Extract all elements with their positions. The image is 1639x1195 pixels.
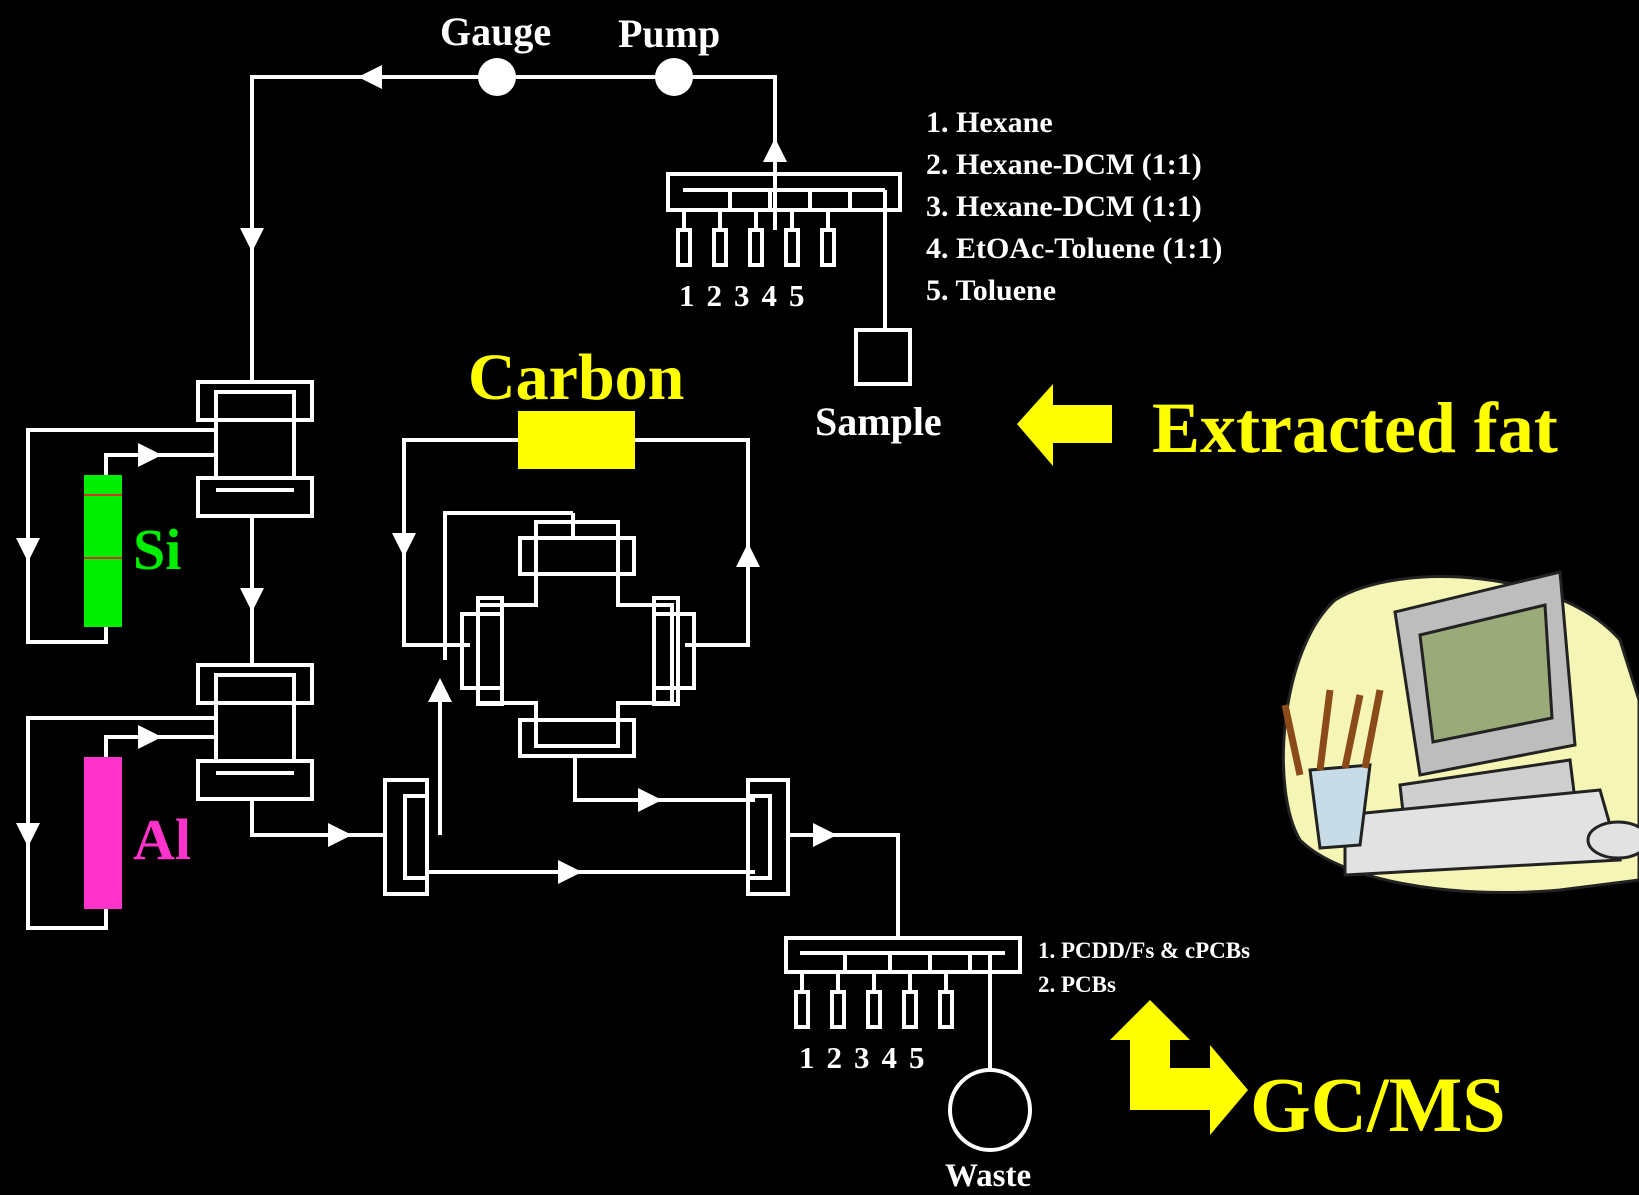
port-number: 2 xyxy=(706,278,723,313)
solvent-item: 5. Toluene xyxy=(926,274,1057,307)
outlet-ports xyxy=(794,990,954,1029)
port-number: 4 xyxy=(881,1040,898,1075)
pump-label: Pump xyxy=(618,11,721,56)
fraction-item: 1. PCDD/Fs & cPCBs xyxy=(1038,938,1251,963)
gauge-icon xyxy=(478,58,516,96)
carbon-label: Carbon xyxy=(468,341,685,414)
port-number: 1 xyxy=(799,1040,815,1075)
outlet-port-numbers: 1 2 3 4 5 xyxy=(799,1040,925,1076)
port-number: 5 xyxy=(789,278,805,313)
solvent-item: 3. Hexane-DCM (1:1) xyxy=(926,190,1202,223)
port-number: 1 xyxy=(679,278,695,313)
solvent-item: 4. EtOAc-Toluene (1:1) xyxy=(926,232,1223,265)
al-column xyxy=(84,757,122,909)
gcms-arrow-icon xyxy=(1110,1000,1248,1135)
fraction-list: 1. PCDD/Fs & cPCBs 2. PCBs xyxy=(1038,934,1250,1002)
carbon-column xyxy=(518,411,635,469)
outlet-manifold xyxy=(784,936,1022,974)
inlet-port-numbers: 1 2 3 4 5 xyxy=(679,278,805,314)
extracted-fat-label: Extracted fat xyxy=(1152,388,1558,468)
solvent-item: 2. Hexane-DCM (1:1) xyxy=(926,148,1202,181)
solvent-item: 1. Hexane xyxy=(926,106,1053,139)
port-number: 4 xyxy=(761,278,778,313)
port-number: 3 xyxy=(734,278,750,313)
sample-box xyxy=(854,328,912,386)
port-number: 3 xyxy=(854,1040,870,1075)
gauge-label: Gauge xyxy=(440,9,552,54)
sample-label: Sample xyxy=(815,399,942,444)
inlet-manifold xyxy=(666,172,902,212)
port-number: 2 xyxy=(826,1040,843,1075)
gcms-label: GC/MS xyxy=(1250,1061,1506,1148)
si-label: Si xyxy=(133,517,182,582)
waste-label: Waste xyxy=(945,1158,1032,1194)
si-column xyxy=(84,475,122,627)
al-label: Al xyxy=(133,807,191,872)
computer-clipart-icon xyxy=(1281,570,1639,895)
pump-icon xyxy=(655,58,693,96)
fraction-item: 2. PCBs xyxy=(1038,972,1116,997)
top-flow-line xyxy=(250,75,777,380)
waste-vessel xyxy=(948,1068,1032,1152)
solvent-list: 1. Hexane 2. Hexane-DCM (1:1) 3. Hexane-… xyxy=(926,102,1222,312)
extracted-fat-arrow-icon xyxy=(1017,384,1112,466)
inlet-ports xyxy=(676,228,836,267)
port-number: 5 xyxy=(909,1040,925,1075)
